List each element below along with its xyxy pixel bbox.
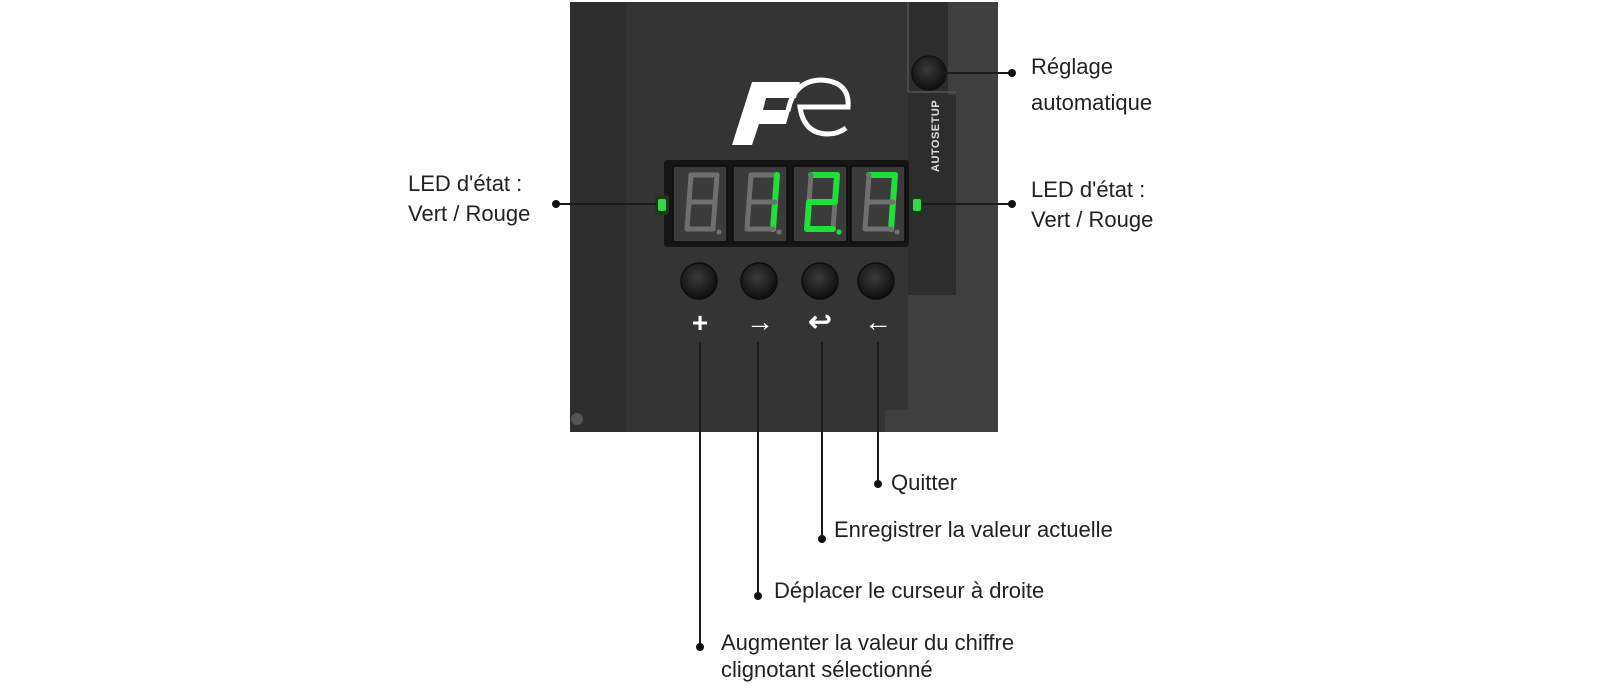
callout-move-right-text: Déplacer le curseur à droite xyxy=(774,578,1045,603)
callout-dots xyxy=(552,69,1016,651)
plus-button[interactable] xyxy=(680,262,718,300)
callout-enter: Enregistrer la valeur actuelle xyxy=(834,515,1113,545)
digit-1-segment-f xyxy=(686,172,694,205)
panel-right-rail xyxy=(885,2,998,432)
callout-dot-increase xyxy=(696,643,704,651)
enter-button[interactable] xyxy=(801,262,839,300)
autosetup-label: AUTOSETUP xyxy=(930,100,942,172)
logo-f-mark xyxy=(732,82,800,145)
callout-led-left: LED d'état : Vert / Rouge xyxy=(408,169,530,229)
callout-quit: Quitter xyxy=(891,468,957,498)
callout-dot-move-right xyxy=(754,592,762,600)
digit-3-segment-e xyxy=(804,199,812,232)
fe-logo xyxy=(732,77,851,145)
digit-2-segment-f xyxy=(746,172,754,205)
arrow-left-icon: ← xyxy=(864,306,892,337)
arrow-right-icon: → xyxy=(746,306,774,337)
digit-3-segment-c xyxy=(830,199,838,232)
callout-led-left-line2: Vert / Rouge xyxy=(408,201,531,226)
callout-led-right-line2: Vert / Rouge xyxy=(1031,207,1154,232)
digit-1-segment-b xyxy=(712,172,720,205)
callout-led-left-line1: LED d'état : xyxy=(408,171,523,196)
digit-4-segment-f xyxy=(864,172,872,205)
digit-1-segment-c xyxy=(710,199,718,232)
digit-3-segment-f xyxy=(806,172,814,205)
digit-3-decimal-point xyxy=(836,229,842,235)
logo-e-mark xyxy=(785,77,851,137)
button-symbols: + → ↩ ← xyxy=(692,306,892,338)
digit-4-decimal-point xyxy=(894,229,900,235)
seven-segment-display xyxy=(672,165,906,243)
status-led-left-lamp xyxy=(658,199,666,211)
front-buttons xyxy=(680,262,895,300)
plus-icon: + xyxy=(692,307,708,338)
callout-lines xyxy=(556,72,1012,647)
panel-left-strip xyxy=(570,2,626,432)
callout-dot-enter xyxy=(818,535,826,543)
callout-enter-text: Enregistrer la valeur actuelle xyxy=(834,517,1113,542)
digit-4-segment-c xyxy=(888,199,896,232)
digit-4-segment-b xyxy=(890,172,898,205)
quit-button[interactable] xyxy=(857,262,895,300)
status-led-left xyxy=(655,195,669,215)
return-enter-icon: ↩ xyxy=(808,306,831,337)
autosetup-button[interactable] xyxy=(911,55,947,91)
callout-dot-led-right xyxy=(1008,200,1016,208)
panel-right-step xyxy=(885,2,956,432)
callout-dot-quit xyxy=(874,480,882,488)
digit-4-segment-e xyxy=(862,199,870,232)
right-button[interactable] xyxy=(740,262,778,300)
callout-autosetup: Réglage automatique xyxy=(1031,49,1152,121)
status-led-right-lamp xyxy=(913,199,921,211)
status-led-right xyxy=(910,195,924,215)
digit-2-segment-e xyxy=(744,199,752,232)
panel-screw xyxy=(571,413,583,425)
callout-led-right-line1: LED d'état : xyxy=(1031,177,1146,202)
callout-autosetup-line2: automatique xyxy=(1031,90,1153,115)
callout-autosetup-line1: Réglage xyxy=(1031,54,1113,79)
digit-1-segment-e xyxy=(684,199,692,232)
callout-quit-text: Quitter xyxy=(891,470,958,495)
callout-increase-line1: Augmenter la valeur du chiffre xyxy=(721,630,1015,655)
digit-1-decimal-point xyxy=(716,229,722,235)
digit-2-segment-c xyxy=(770,199,778,232)
callout-increase: Augmenter la valeur du chiffre clignotan… xyxy=(721,629,1014,683)
callout-led-right: LED d'état : Vert / Rouge xyxy=(1031,175,1153,235)
callout-dot-led-left xyxy=(552,200,560,208)
callout-dot-autosetup xyxy=(1008,69,1016,77)
callout-increase-line2: clignotant sélectionné xyxy=(721,657,933,682)
digit-2-segment-b xyxy=(772,172,780,205)
digit-2-decimal-point xyxy=(776,229,782,235)
digit-3-segment-b xyxy=(832,172,840,205)
callout-move-right: Déplacer le curseur à droite xyxy=(774,576,1044,606)
